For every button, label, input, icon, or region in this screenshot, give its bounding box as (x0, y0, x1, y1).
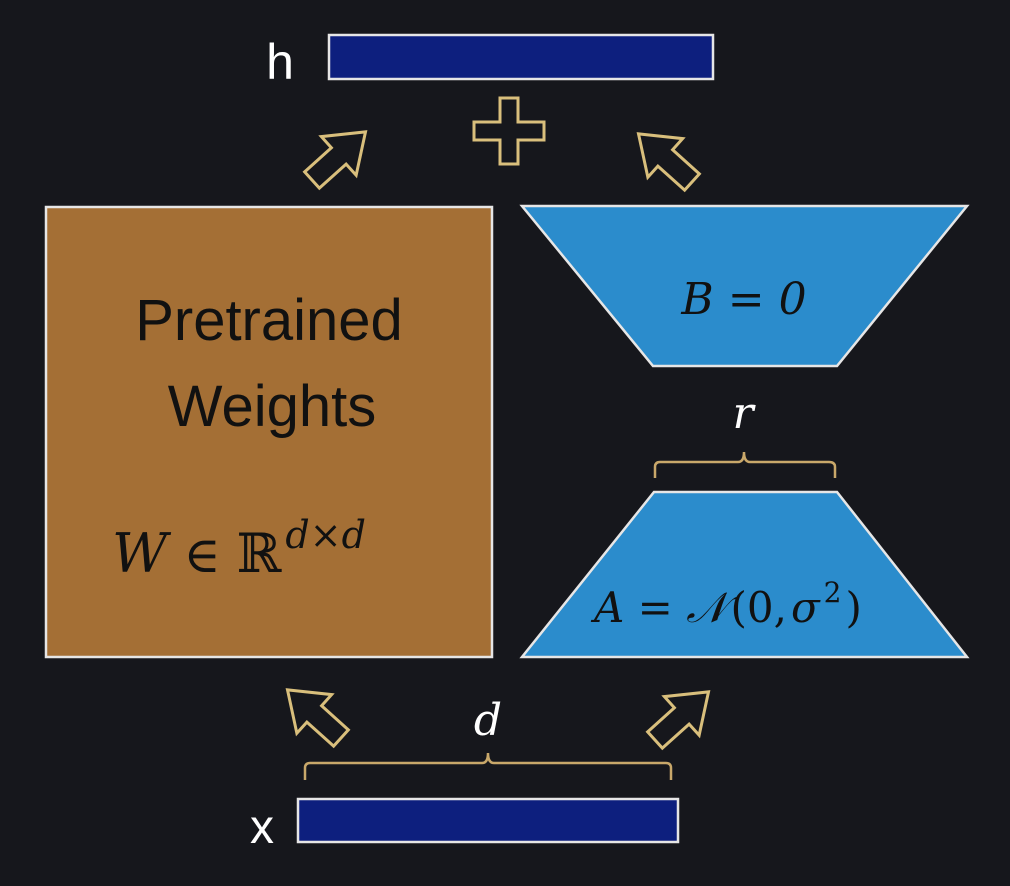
weights-formula-R: ℝ (237, 522, 283, 585)
input-label: x (250, 801, 274, 854)
weights-formula-in: ∈ (184, 526, 221, 584)
output-label: h (266, 34, 294, 90)
rank-label: r (732, 388, 756, 439)
weights-title-line2: Weights (168, 374, 376, 439)
output-vector (327, 33, 715, 81)
a-formula-close: ) (845, 583, 861, 632)
arrow-input-to-weights-icon (285, 688, 351, 749)
a-formula-sup: 2 (824, 576, 842, 609)
arrow-input-to-adapter-icon (645, 690, 711, 751)
a-formula-prefix: A = (590, 583, 686, 632)
a-matrix-block (519, 490, 970, 659)
a-matrix-formula: A = 𝒩 (0, σ 2 ) (590, 576, 862, 632)
a-formula-sigma: σ (791, 583, 821, 632)
weights-formula: W ∈ ℝ d×d (112, 513, 366, 585)
arrow-weights-to-output-icon (302, 130, 368, 191)
weights-formula-sup: d×d (285, 513, 366, 557)
a-formula-args: (0, (730, 583, 786, 632)
arrow-adapter-to-output-icon (636, 132, 702, 193)
pretrained-weights-block (44, 205, 494, 659)
b-matrix-formula: B = 0 (680, 274, 806, 325)
dimension-brace (303, 752, 673, 780)
input-vector (296, 797, 680, 844)
plus-icon (472, 96, 546, 166)
rank-brace (653, 451, 837, 478)
weights-formula-W: W (112, 522, 172, 585)
dimension-label: d (474, 695, 502, 746)
weights-title-line1: Pretrained (135, 288, 403, 353)
b-matrix-block (519, 204, 970, 368)
